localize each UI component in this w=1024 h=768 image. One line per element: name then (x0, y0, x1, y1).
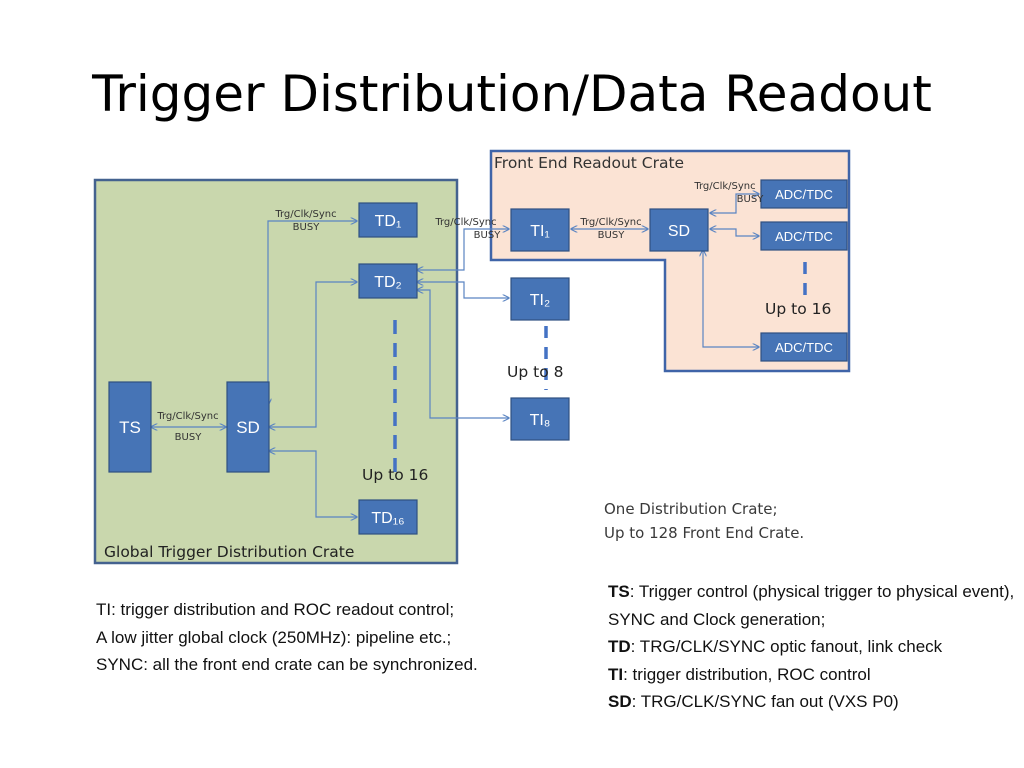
definition-term: SD (608, 692, 632, 711)
sd-frontend-module (649, 208, 709, 252)
definition-ti: TI: trigger distribution, ROC control (608, 661, 1018, 689)
connector-td2-ti1 (417, 229, 509, 270)
sd-td1-signal-label: Trg/Clk/Sync (274, 209, 336, 220)
definition-text: : Trigger control (physical trigger to p… (608, 582, 1015, 629)
adc-tdc-module-2 (760, 221, 848, 251)
adc-tdc-module-1 (760, 179, 848, 209)
definition-term: TI (608, 664, 624, 684)
connector-td2-ti8 (417, 290, 509, 418)
sd-global-module (226, 381, 270, 473)
sd-adc-signal-label: Trg/Clk/Sync (693, 181, 755, 192)
connector-sd-adc16 (703, 250, 759, 347)
definition-term: TD (608, 637, 631, 656)
right-notes: TS: Trigger control (physical trigger to… (608, 578, 1018, 716)
td2-module (358, 263, 418, 299)
sd-global-label: SD (236, 418, 260, 437)
summary-line-2: Up to 128 Front End Crate. (604, 524, 805, 542)
slide-title: Trigger Distribution/Data Readout (92, 65, 932, 123)
ti1-label: TI₁ (530, 223, 550, 240)
ts-module (108, 381, 152, 473)
ti1-sd-busy-label: BUSY (598, 230, 626, 241)
adc-tdc-label-1: ADC/TDC (775, 187, 833, 202)
summary-note: One Distribution Crate; Up to 128 Front … (604, 497, 904, 545)
ti2-module (510, 277, 570, 321)
td16-label: TD₁₆ (371, 510, 404, 527)
left-note-line: SYNC: all the front end crate can be syn… (96, 655, 478, 674)
up-to-8-label: Up to 8 (507, 363, 563, 381)
connector-sd-td2 (269, 282, 357, 427)
left-note-line: A low jitter global clock (250MHz): pipe… (96, 627, 452, 647)
ts-sd-signal-label: Trg/Clk/Sync (156, 411, 218, 422)
sd-adc-busy-label: BUSY (737, 194, 765, 205)
left-notes: TI: trigger distribution and ROC readout… (96, 596, 566, 679)
up-to-16-td-label: Up to 16 (362, 466, 428, 484)
definition-text: : TRG/CLK/SYNC optic fanout, link check (630, 637, 943, 656)
td1-ti1-busy-label: BUSY (474, 230, 502, 241)
td1-label: TD₁ (375, 213, 402, 230)
definition-ts: TS: Trigger control (physical trigger to… (608, 578, 1018, 633)
td1-ti1-signal-label: Trg/Clk/Sync (434, 217, 496, 228)
definition-term: TS (608, 582, 630, 601)
sd-frontend-label: SD (668, 223, 690, 240)
global-crate-label: Global Trigger Distribution Crate (104, 543, 354, 561)
ts-sd-busy-label: BUSY (175, 432, 203, 443)
td2-label: TD₂ (374, 274, 402, 291)
adc-tdc-module-16 (760, 332, 848, 362)
frontend-crate-label: Front End Readout Crate (494, 154, 684, 172)
definition-td: TD: TRG/CLK/SYNC optic fanout, link chec… (608, 633, 1018, 661)
definition-text: : TRG/CLK/SYNC fan out (VXS P0) (631, 692, 899, 711)
ti8-label: TI₈ (530, 412, 551, 429)
ti2-label: TI₂ (530, 292, 550, 309)
td1-module (358, 202, 418, 238)
connector-sd-adc2 (710, 229, 759, 236)
ts-label: TS (119, 418, 141, 437)
up-to-16-adc-label: Up to 16 (765, 300, 831, 318)
adc-tdc-label-16: ADC/TDC (775, 340, 833, 355)
td16-module (358, 499, 418, 535)
connector-sd-td1 (268, 221, 357, 405)
connector-sd-td16 (269, 451, 357, 517)
summary-line-1: One Distribution Crate; (604, 500, 778, 518)
definition-text: : trigger distribution, ROC control (623, 664, 871, 684)
ti8-module (510, 397, 570, 441)
sd-td1-busy-label: BUSY (293, 222, 321, 233)
connector-sd-adc1 (710, 194, 759, 213)
adc-tdc-label-2: ADC/TDC (775, 229, 833, 244)
definition-sd: SD: TRG/CLK/SYNC fan out (VXS P0) (608, 688, 1018, 716)
ti1-module (510, 208, 570, 252)
ti1-sd-signal-label: Trg/Clk/Sync (579, 217, 641, 228)
left-note-line: TI: trigger distribution and ROC readout… (96, 600, 455, 619)
